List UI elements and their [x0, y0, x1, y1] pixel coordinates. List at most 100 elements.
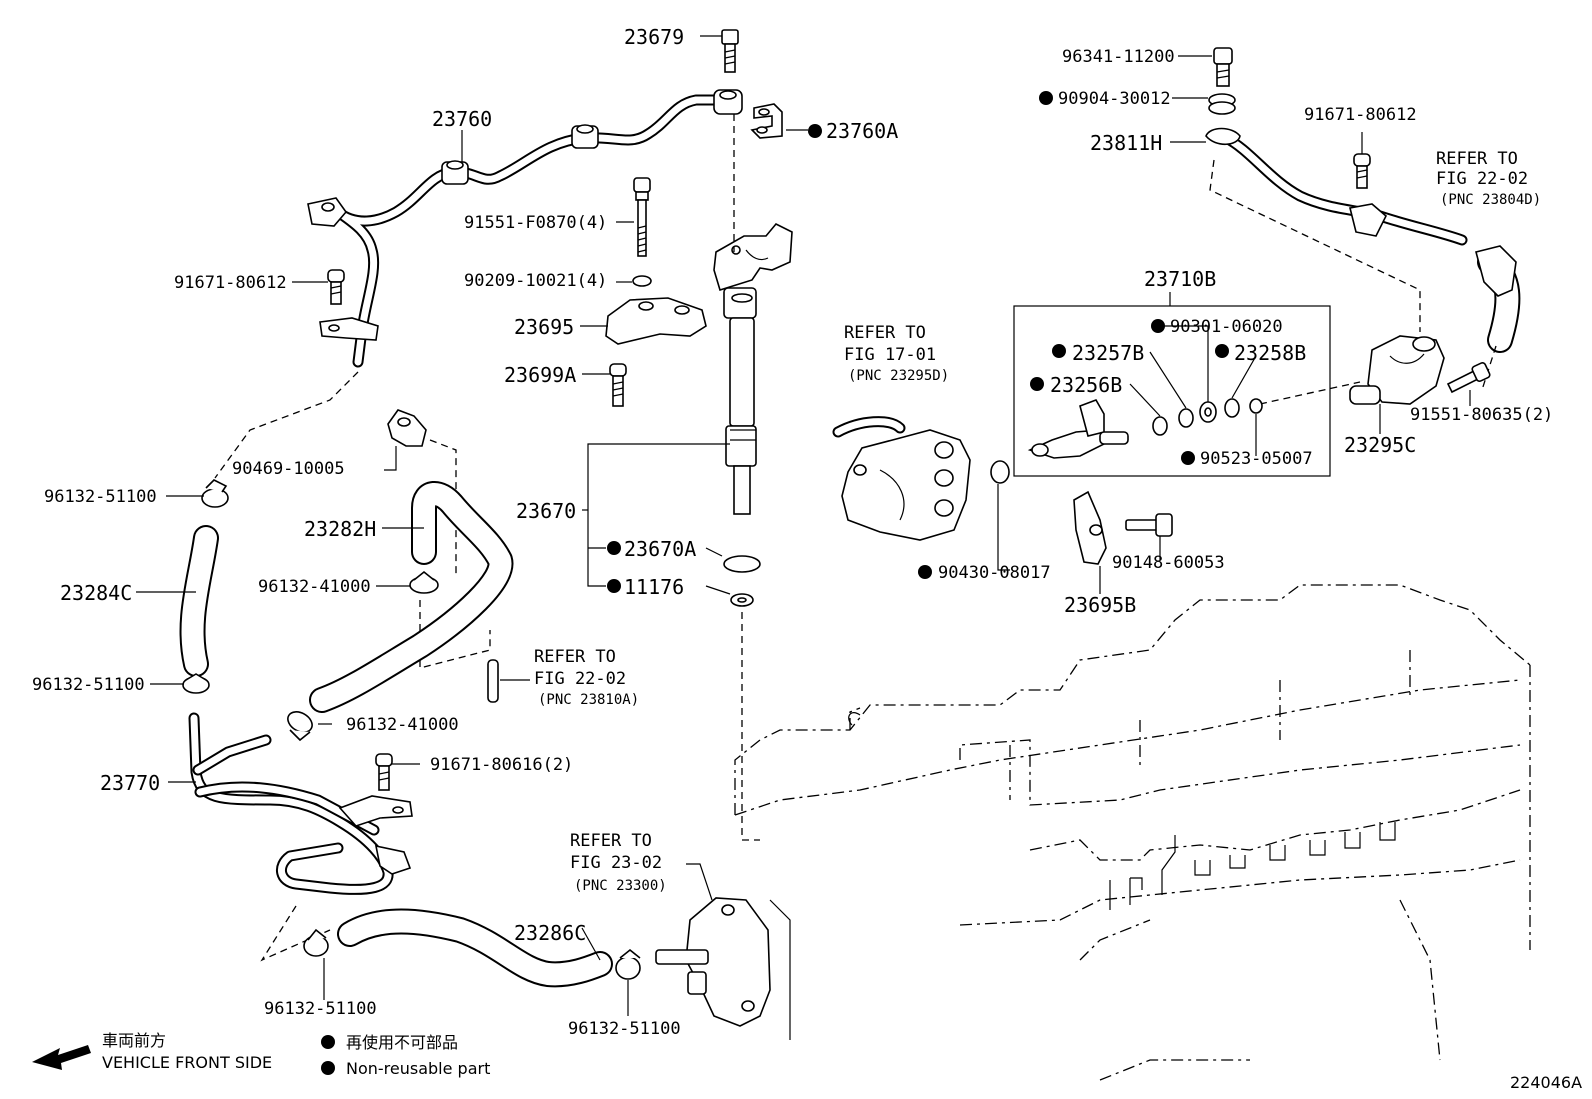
svg-text:FIG 23-02: FIG 23-02: [570, 853, 662, 873]
label-23670A: 23670A: [624, 537, 696, 561]
label-96132-41000-a: 96132-41000: [258, 577, 371, 597]
gasket-90904-30012: [1208, 93, 1236, 115]
svg-text:REFER TO: REFER TO: [1436, 149, 1518, 169]
legend: 車両前方 VEHICLE FRONT SIDE 再使用不可部品 Non-reus…: [32, 1031, 490, 1078]
clamp-23695: [605, 297, 707, 345]
label-23282H: 23282H: [304, 517, 376, 541]
label-23695: 23695: [514, 315, 574, 339]
pipe-stub-23810A: [487, 659, 499, 703]
injection-pipe-23760: [307, 89, 743, 368]
hose-23284C: [179, 525, 219, 677]
label-91671-80616: 91671-80616(2): [430, 755, 573, 775]
bolt-90148-60053: [1125, 513, 1173, 537]
valve-23256B: [1027, 399, 1129, 459]
svg-text:FIG 22-02: FIG 22-02: [1436, 169, 1528, 189]
svg-text:REFER TO: REFER TO: [844, 323, 926, 343]
legend-direction-en: VEHICLE FRONT SIDE: [102, 1053, 272, 1072]
label-23811H: 23811H: [1090, 131, 1162, 155]
legend-nonreusable-en: Non-reusable part: [346, 1059, 490, 1078]
hose-clamp-96132-51100-d: [615, 948, 641, 980]
bolt-91671-80616: [375, 753, 393, 791]
label-23770: 23770: [100, 771, 160, 795]
refer-fig-17-01: REFER TO FIG 17-01 (PNC 23295D): [844, 323, 949, 384]
label-90430-08017: 90430-08017: [938, 563, 1051, 583]
hose-23804D: [1475, 245, 1521, 353]
label-90301-06020: 90301-06020: [1170, 317, 1283, 337]
legend-nonreusable-jp: 再使用不可部品: [346, 1033, 458, 1052]
hose-23286C: [337, 908, 613, 988]
label-23295C: 23295C: [1344, 433, 1416, 457]
label-11176: 11176: [624, 575, 684, 599]
label-96132-51100-d: 96132-51100: [568, 1019, 681, 1039]
svg-text:(PNC 23804D): (PNC 23804D): [1440, 192, 1541, 208]
pipe-23811H: [1205, 127, 1468, 246]
hose-clamp-96132-41000-b: [287, 711, 313, 742]
label-96341-11200: 96341-11200: [1062, 47, 1175, 67]
label-23670: 23670: [516, 499, 576, 523]
bolt-91671-80612-left: [327, 269, 345, 305]
label-96132-51100-a: 96132-51100: [44, 487, 157, 507]
pipe-23770: [188, 712, 413, 895]
label-23760: 23760: [432, 107, 492, 131]
label-90209-10021: 90209-10021(4): [464, 271, 607, 291]
svg-text:FIG 22-02: FIG 22-02: [534, 669, 626, 689]
label-23710B: 23710B: [1144, 267, 1216, 291]
label-23256B: 23256B: [1050, 373, 1122, 397]
bolt-23679: [721, 29, 739, 73]
refer-fig-22-02-pnc-23810A: REFER TO FIG 22-02 (PNC 23810A): [534, 647, 639, 708]
svg-text:(PNC 23295D): (PNC 23295D): [848, 368, 949, 384]
ring-23256B: [1152, 416, 1168, 436]
hose-clamp-96132-41000-a: [409, 570, 439, 594]
label-23699A: 23699A: [504, 363, 576, 387]
gasket-90430-08017: [990, 460, 1010, 484]
label-90904-30012: 90904-30012: [1058, 89, 1171, 109]
hose-clamp-96132-51100-b: [182, 673, 210, 694]
clip-23760A: [750, 103, 783, 139]
kit-box-23710B: [1013, 305, 1331, 477]
ring-90523-05007: [1249, 398, 1263, 414]
svg-text:(PNC 23300): (PNC 23300): [574, 878, 667, 894]
engine-ports: [848, 712, 1396, 910]
o-ring-23670A: [723, 555, 761, 573]
part-labels: 23679 23760 23760A 91551-F0870(4) 90209-…: [32, 25, 1553, 1039]
label-23679: 23679: [624, 25, 684, 49]
diagram-id: 224046A: [1510, 1073, 1582, 1092]
clamp-90469-10005: [387, 409, 427, 447]
pump-housing-23295D: [832, 416, 971, 541]
engine-outline: [734, 584, 1531, 1081]
label-91671-80612-left: 91671-80612: [174, 273, 287, 293]
hose-clamp-96132-51100-a: [201, 479, 229, 508]
label-23760A: 23760A: [826, 119, 898, 143]
svg-text:REFER TO: REFER TO: [570, 831, 652, 851]
bolt-23699A: [609, 363, 627, 407]
label-91671-80612-right: 91671-80612: [1304, 105, 1417, 125]
svg-text:FIG 17-01: FIG 17-01: [844, 345, 936, 365]
label-23257B: 23257B: [1072, 341, 1144, 365]
hose-clamp-96132-51100-c: [303, 928, 329, 957]
bolt-91551-F0870: [633, 177, 651, 257]
non-reusable-markers: [607, 91, 1229, 593]
label-23258B: 23258B: [1234, 341, 1306, 365]
ring-23257B: [1178, 408, 1194, 428]
label-23284C: 23284C: [60, 581, 132, 605]
label-96132-51100-c: 96132-51100: [264, 999, 377, 1019]
refer-fig-23-02: REFER TO FIG 23-02 (PNC 23300): [570, 831, 667, 894]
hose-23282H: [309, 481, 514, 713]
refer-fig-22-02-pnc-23804D: REFER TO FIG 22-02 (PNC 23804D): [1436, 149, 1541, 208]
svg-text:REFER TO: REFER TO: [534, 647, 616, 667]
bolt-91551-80635: [1446, 361, 1491, 394]
union-23295C: [1349, 335, 1445, 405]
bolt-96341-11200: [1213, 47, 1233, 87]
label-23695B: 23695B: [1064, 593, 1136, 617]
label-91551-F0870: 91551-F0870(4): [464, 213, 607, 233]
label-90469-10005: 90469-10005: [232, 459, 345, 479]
label-96132-51100-b: 96132-51100: [32, 675, 145, 695]
injector-23670: [713, 223, 793, 515]
bracket-23695B: [1073, 490, 1107, 565]
front-arrow-icon: [32, 1045, 91, 1070]
bolt-91671-80612-right: [1353, 153, 1371, 189]
label-96132-41000-b: 96132-41000: [346, 715, 459, 735]
ring-23258B: [1224, 398, 1240, 418]
label-90523-05007: 90523-05007: [1200, 449, 1313, 469]
label-91551-80635: 91551-80635(2): [1410, 405, 1553, 425]
